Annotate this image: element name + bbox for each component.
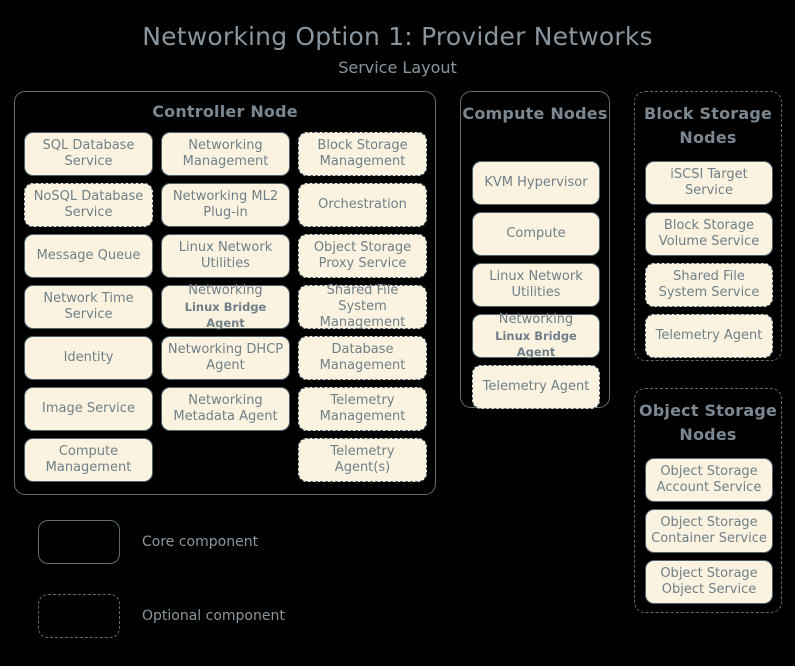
service-box-label: Networking ML2 Plug-in (172, 189, 279, 220)
service-box-label: Object Storage Container Service (651, 515, 767, 546)
service-box-label: Shared File System Management (319, 283, 406, 330)
service-box-label: Message Queue (36, 248, 141, 263)
service-grid-spacer (161, 438, 290, 482)
service-box[interactable]: Message Queue (24, 234, 153, 278)
service-box-label: KVM Hypervisor (484, 175, 588, 190)
service-box[interactable]: iSCSI Target Service (645, 161, 773, 205)
service-box[interactable]: Block Storage Volume Service (645, 212, 773, 256)
legend-label-core: Core component (142, 534, 259, 550)
service-box[interactable]: NoSQL Database Service (24, 183, 153, 227)
controller-node-service-grid: SQL Database Service Networking Managemen… (24, 132, 428, 482)
page-header: Networking Option 1: Provider Networks S… (0, 22, 795, 79)
legend-row-optional: Optional component (38, 592, 398, 640)
service-box-label: Telemetry Agent (482, 379, 590, 394)
service-box[interactable]: Networking Metadata Agent (161, 387, 290, 431)
page-subtitle: Service Layout (338, 58, 457, 77)
service-box[interactable]: Orchestration (298, 183, 427, 227)
service-box[interactable]: Compute Management (24, 438, 153, 482)
service-box[interactable]: Shared File System Service (645, 263, 773, 307)
legend: Core component Optional component (38, 518, 398, 666)
service-box-label: Linux Network Utilities (178, 240, 273, 271)
controller-node-title: Controller Node (152, 102, 298, 121)
block-storage-nodes-container: Block Storage Nodes iSCSI Target Service… (634, 91, 782, 361)
service-box[interactable]: SQL Database Service (24, 132, 153, 176)
service-box-label: NoSQL Database Service (33, 189, 144, 220)
service-box[interactable]: Block Storage Management (298, 132, 427, 176)
service-box[interactable]: Linux Network Utilities (161, 234, 290, 278)
service-box-label: Image Service (42, 401, 135, 416)
service-box-label: Telemetry Agent (655, 328, 763, 343)
service-box[interactable]: Compute (472, 212, 600, 256)
service-box-label: Telemetry Management (319, 393, 406, 424)
service-box[interactable]: Telemetry Agent (472, 365, 600, 409)
service-box[interactable]: Object Storage Account Service (645, 458, 773, 502)
object-storage-nodes-container: Object Storage Nodes Object Storage Acco… (634, 388, 782, 613)
service-box-label: Database Management (319, 342, 406, 373)
service-box[interactable]: Telemetry Management (298, 387, 427, 431)
page-title: Networking Option 1: Provider Networks (142, 22, 653, 51)
service-box-sublabel: Linux Bridge Agent (184, 300, 267, 330)
service-box[interactable]: Identity (24, 336, 153, 380)
service-box-label: SQL Database Service (42, 138, 135, 169)
service-box[interactable]: Object Storage Container Service (645, 509, 773, 553)
service-box-label: Identity (63, 350, 114, 365)
service-box-label: Orchestration (318, 197, 407, 212)
service-box[interactable]: Telemetry Agent(s) (298, 438, 427, 482)
legend-swatch-optional (38, 594, 120, 638)
service-box-label: Shared File System Service (658, 269, 760, 300)
service-box-label: Block Storage Management (317, 138, 408, 169)
service-box[interactable]: Network Time Service (24, 285, 153, 329)
service-box[interactable]: Networking ML2 Plug-in (161, 183, 290, 227)
service-box[interactable]: Object Storage Proxy Service (298, 234, 427, 278)
service-box-sublabel: Linux Bridge Agent (495, 329, 577, 359)
service-box-label: Compute (506, 226, 566, 241)
service-box-label: iSCSI Target Service (670, 167, 748, 198)
compute-nodes-title: Compute Nodes (462, 104, 608, 123)
service-box-label: Networking Management (182, 138, 269, 169)
legend-label-optional: Optional component (142, 608, 285, 624)
service-box[interactable]: Networking DHCP Agent (161, 336, 290, 380)
service-box-label: Compute Management (45, 444, 132, 475)
service-box[interactable]: KVM Hypervisor (472, 161, 600, 205)
service-box-label: Object Storage Object Service (660, 566, 758, 597)
service-box[interactable]: Image Service (24, 387, 153, 431)
legend-swatch-core (38, 520, 120, 564)
service-box-label: Linux Network Utilities (489, 269, 583, 300)
block-storage-nodes-title: Block Storage Nodes (643, 104, 773, 147)
service-box-label: Telemetry Agent(s) (330, 444, 395, 475)
service-box-label: Networking DHCP Agent (167, 342, 284, 373)
legend-row-core: Core component (38, 518, 398, 566)
service-box[interactable]: Shared File System Management (298, 283, 427, 330)
object-storage-nodes-title: Object Storage Nodes (638, 401, 778, 444)
service-box[interactable]: Object Storage Object Service (645, 560, 773, 604)
service-box[interactable]: Telemetry Agent (645, 314, 773, 358)
service-box-label: Networking Metadata Agent (173, 393, 278, 424)
service-box-label: Object Storage Account Service (656, 464, 762, 495)
service-box-label: Network Time Service (43, 291, 134, 322)
service-box-label: Block Storage Volume Service (658, 218, 760, 249)
service-box[interactable]: Networking Management (161, 132, 290, 176)
service-box[interactable]: Database Management (298, 336, 427, 380)
service-box-label: Object Storage Proxy Service (313, 240, 412, 271)
service-box[interactable]: Linux Network Utilities (472, 263, 600, 307)
